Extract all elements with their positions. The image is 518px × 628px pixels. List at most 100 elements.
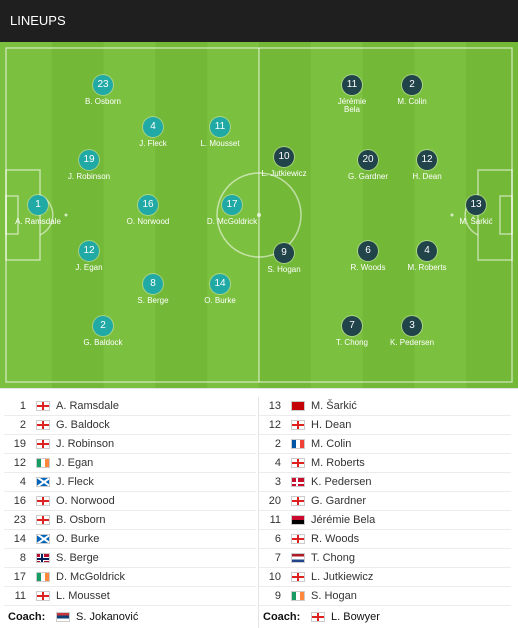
player-name-label: D. McGoldrick xyxy=(206,217,258,226)
player-name-label: G. Gardner xyxy=(347,172,388,181)
player-name[interactable]: T. Chong xyxy=(311,552,356,564)
den-flag-icon xyxy=(291,477,305,487)
player-number-badge: 2 xyxy=(93,316,113,336)
player-name[interactable]: M. Šarkić xyxy=(311,400,357,412)
ang-flag-icon xyxy=(291,515,305,525)
player-name[interactable]: J. Robinson xyxy=(56,438,115,450)
lineup-row[interactable]: 4 J. Fleck xyxy=(4,473,256,492)
player-name[interactable]: H. Dean xyxy=(311,419,352,431)
player-name[interactable]: G. Gardner xyxy=(311,495,367,507)
eng-flag-icon xyxy=(36,591,50,601)
coach-name[interactable]: S. Jokanović xyxy=(76,611,139,623)
player-number: 2 xyxy=(274,438,281,450)
player-name[interactable]: S. Hogan xyxy=(311,590,357,602)
ned-flag-icon xyxy=(291,553,305,563)
player-number: 3 xyxy=(274,476,281,488)
player-name[interactable]: S. Berge xyxy=(56,552,99,564)
player-name-label: S. Berge xyxy=(137,296,169,305)
player-number-badge: 20 xyxy=(358,150,378,170)
player-name[interactable]: J. Fleck xyxy=(56,476,94,488)
player-number: 9 xyxy=(274,590,281,602)
player-number-badge: 3 xyxy=(402,316,422,336)
sco-flag-icon xyxy=(36,534,50,544)
player-name[interactable]: O. Burke xyxy=(56,533,100,545)
player-number-badge: 11 xyxy=(210,117,230,137)
player-number: 13 xyxy=(268,400,281,412)
player-name[interactable]: Jérémie Bela xyxy=(311,514,376,526)
lineup-row[interactable]: 19 J. Robinson xyxy=(4,435,256,454)
player-name[interactable]: O. Norwood xyxy=(56,495,115,507)
player-name[interactable]: J. Egan xyxy=(56,457,94,469)
player-name[interactable]: B. Osborn xyxy=(56,514,106,526)
srb-flag-icon xyxy=(56,612,70,622)
sco-flag-icon xyxy=(36,477,50,487)
player-number-badge: 12 xyxy=(417,150,437,170)
pitch-stripe xyxy=(155,42,209,388)
player-name[interactable]: M. Colin xyxy=(311,438,352,450)
player-number: 12 xyxy=(13,457,26,469)
player-number-badge: 6 xyxy=(358,241,378,261)
lineup-row[interactable]: 13 M. Šarkić xyxy=(259,397,511,416)
lineup-row[interactable]: 9 S. Hogan xyxy=(259,587,511,606)
eng-flag-icon xyxy=(36,401,50,411)
lineup-row[interactable]: 2 M. Colin xyxy=(259,435,511,454)
lineup-row[interactable]: 16 O. Norwood xyxy=(4,492,256,511)
player-number-badge: 12 xyxy=(79,241,99,261)
eng-flag-icon xyxy=(291,572,305,582)
player-number: 19 xyxy=(13,438,26,450)
coach-name[interactable]: L. Bowyer xyxy=(331,611,380,623)
player-name[interactable]: A. Ramsdale xyxy=(56,400,119,412)
player-name[interactable]: G. Baldock xyxy=(56,419,110,431)
eng-flag-icon xyxy=(36,515,50,525)
player-name[interactable]: D. McGoldrick xyxy=(56,571,126,583)
player-name[interactable]: L. Jutkiewicz xyxy=(311,571,374,583)
fra-flag-icon xyxy=(291,439,305,449)
player-name[interactable]: M. Roberts xyxy=(311,457,365,469)
player-name[interactable]: K. Pedersen xyxy=(311,476,372,488)
player-number: 4 xyxy=(19,476,26,488)
player-number-badge: 19 xyxy=(79,150,99,170)
lineup-row[interactable]: 3 K. Pedersen xyxy=(259,473,511,492)
player-number: 16 xyxy=(13,495,26,507)
away-player-marker[interactable]: 20 G. Gardner xyxy=(318,150,418,181)
player-name[interactable]: R. Woods xyxy=(311,533,360,545)
lineup-row[interactable]: 12 J. Egan xyxy=(4,454,256,473)
player-name[interactable]: L. Mousset xyxy=(56,590,110,602)
